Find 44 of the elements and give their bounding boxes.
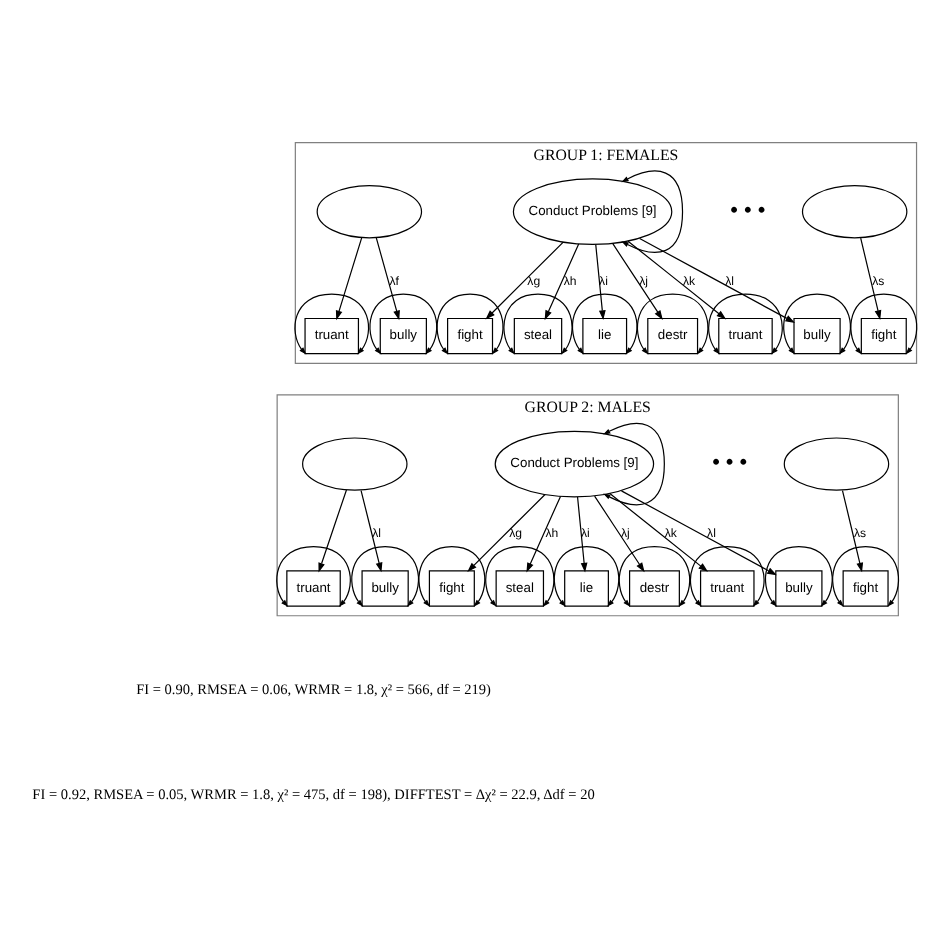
label: • • • — [730, 198, 766, 223]
arrow — [553, 544, 620, 606]
arrow — [609, 491, 708, 571]
arrow — [418, 544, 486, 606]
arrow — [603, 421, 665, 505]
arrow — [467, 492, 546, 571]
arrow — [621, 169, 684, 252]
arrow — [636, 292, 709, 354]
arrow — [276, 544, 351, 606]
arrow — [708, 292, 783, 354]
arrow — [571, 292, 638, 354]
arrow — [526, 494, 562, 572]
label: • • • — [712, 450, 748, 475]
arrow — [850, 292, 918, 354]
arrow — [576, 495, 588, 572]
arrow — [360, 488, 383, 572]
node-ellipse — [302, 436, 408, 490]
arrow — [627, 239, 727, 319]
arrow — [436, 292, 504, 354]
arrow — [689, 544, 765, 606]
arrow — [595, 243, 606, 320]
node-ellipse — [801, 184, 908, 238]
arrow — [544, 242, 580, 320]
arrow — [612, 242, 663, 319]
arrow — [503, 292, 573, 354]
arrow — [783, 292, 852, 354]
arrow — [318, 488, 348, 572]
arrow — [618, 544, 691, 606]
arrow — [594, 494, 645, 572]
arrow — [369, 292, 438, 354]
node-ellipse — [783, 436, 890, 490]
arrow — [335, 236, 363, 320]
arrow — [375, 236, 400, 320]
arrow — [832, 544, 900, 606]
arrow — [764, 544, 833, 606]
arrow — [860, 236, 882, 319]
arrow — [485, 544, 555, 606]
arrow — [351, 544, 420, 606]
arrow — [620, 489, 777, 575]
arrow — [294, 292, 370, 354]
arrow — [639, 236, 796, 322]
arrow — [485, 240, 564, 319]
arrow — [841, 488, 864, 572]
node-ellipse — [316, 184, 423, 238]
